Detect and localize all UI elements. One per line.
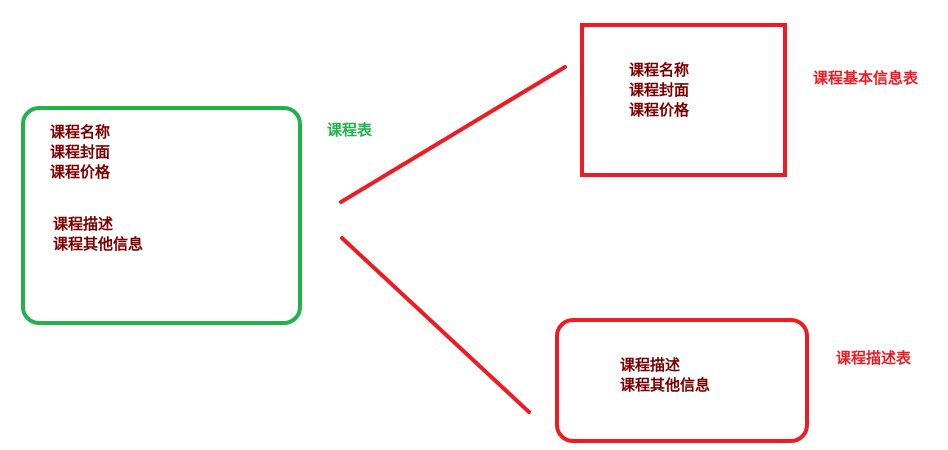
basic-info-table-box xyxy=(580,23,787,177)
main-field-course-description: 课程描述 xyxy=(53,215,114,233)
main-table-box xyxy=(21,106,302,325)
connector-main-to-description xyxy=(340,236,531,414)
main-basic-field-list: 课程名称 课程封面 课程价格 xyxy=(50,122,110,182)
basic-field-list: 课程名称 课程封面 课程价格 xyxy=(629,60,689,120)
description-table-box xyxy=(555,318,809,443)
basic-field-course-price: 课程价格 xyxy=(629,101,690,119)
basic-info-table-label: 课程基本信息表 xyxy=(813,69,919,87)
main-field-course-name: 课程名称 xyxy=(50,123,111,141)
desc-field-course-other-info: 课程其他信息 xyxy=(620,376,711,394)
main-field-course-cover: 课程封面 xyxy=(50,143,111,161)
basic-field-course-name: 课程名称 xyxy=(629,61,690,79)
desc-field-course-description: 课程描述 xyxy=(620,356,681,374)
connector-main-to-basic xyxy=(339,65,567,204)
description-table-label: 课程描述表 xyxy=(836,349,912,367)
main-field-course-price: 课程价格 xyxy=(50,163,111,181)
main-field-course-other-info: 课程其他信息 xyxy=(53,235,144,253)
desc-field-list: 课程描述 课程其他信息 xyxy=(620,355,710,395)
basic-field-course-cover: 课程封面 xyxy=(629,81,690,99)
main-desc-field-list: 课程描述 课程其他信息 xyxy=(53,214,143,254)
main-table-label: 课程表 xyxy=(327,121,373,139)
